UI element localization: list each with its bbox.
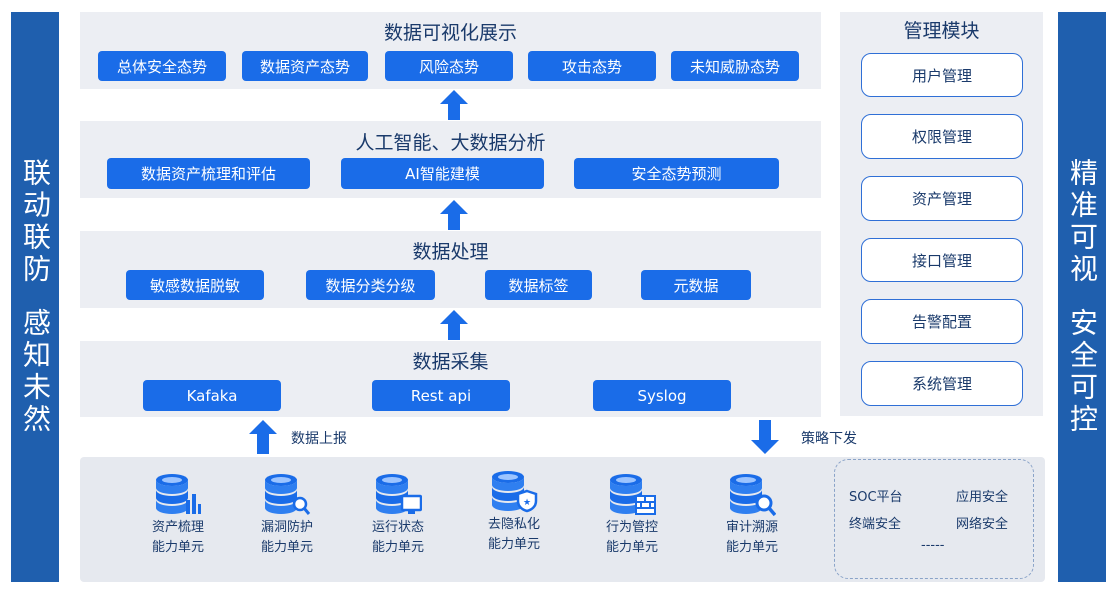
ai-item: AI智能建模: [341, 158, 544, 189]
arrow-up-icon: [440, 310, 468, 340]
management-title: 管理模块: [903, 20, 980, 42]
svg-text:★: ★: [523, 498, 531, 508]
right-side-bar: 精准可视 安全可控: [1058, 12, 1106, 582]
capability-unit: 资产梳理 能力单元: [136, 472, 220, 558]
collection-item: Kafaka: [143, 380, 281, 411]
layer-data-collection: 数据采集 Kafaka Rest api Syslog: [80, 341, 821, 417]
layer-data-processing: 数据处理 敏感数据脱敏 数据分类分级 数据标签 元数据: [80, 231, 821, 308]
unit-label-line1: 运行状态: [371, 520, 424, 535]
capability-unit: 漏洞防护 能力单元: [245, 472, 329, 558]
unit-label-line2: 能力单元: [725, 540, 778, 555]
management-panel: 管理模块 用户管理 权限管理 资产管理 接口管理 告警配置 系统管理: [840, 12, 1043, 416]
layer-collection-title: 数据采集: [412, 351, 489, 373]
capability-units-panel: [80, 457, 1045, 582]
database-chart-icon: [156, 474, 201, 514]
viz-item: 未知威胁态势: [671, 51, 799, 81]
database-search-icon: [265, 474, 311, 515]
capability-unit: 运行状态 能力单元: [356, 472, 440, 558]
policy-issue-label: 策略下发: [801, 431, 857, 447]
unit-label-line1: 去隐私化: [487, 517, 540, 532]
ai-item: 数据资产梳理和评估: [107, 158, 310, 189]
arrow-up-icon: [440, 200, 468, 230]
layer-ai-title: 人工智能、大数据分析: [355, 132, 546, 154]
platform-endpoint-security: 终端安全: [849, 517, 902, 532]
database-firewall-icon: [610, 474, 656, 515]
database-magnifier-icon: [730, 474, 776, 517]
layer-processing-title: 数据处理: [412, 241, 489, 263]
unit-label-line2: 能力单元: [371, 540, 424, 555]
collection-item: Syslog: [593, 380, 731, 411]
management-item: 系统管理: [861, 361, 1023, 406]
unit-label-line1: 漏洞防护: [260, 520, 313, 535]
database-monitor-icon: [376, 474, 422, 514]
arrow-down-icon: [751, 420, 779, 454]
management-item: 权限管理: [861, 114, 1023, 159]
layer-ai-analysis: 人工智能、大数据分析 数据资产梳理和评估 AI智能建模 安全态势预测: [80, 121, 821, 198]
management-item: 资产管理: [861, 176, 1023, 221]
unit-label-line2: 能力单元: [260, 540, 313, 555]
viz-item: 风险态势: [385, 51, 513, 81]
unit-label-line1: 审计溯源: [725, 520, 778, 535]
platform-soc: SOC平台: [849, 490, 903, 505]
processing-item: 敏感数据脱敏: [126, 270, 264, 300]
management-item: 告警配置: [861, 299, 1023, 344]
viz-item: 攻击态势: [528, 51, 656, 81]
management-item: 接口管理: [861, 238, 1023, 282]
layer-visualization-title: 数据可视化展示: [383, 22, 517, 44]
platform-more: -----: [921, 538, 945, 553]
processing-item: 元数据: [641, 270, 751, 300]
viz-item: 总体安全态势: [98, 51, 226, 81]
layer-visualization: 数据可视化展示 总体安全态势 数据资产态势 风险态势 攻击态势 未知威胁态势: [80, 12, 821, 89]
right-bar-line1: 精准可视: [1066, 158, 1099, 286]
capability-unit: 审计溯源 能力单元: [710, 472, 794, 558]
platforms-box: SOC平台 应用安全 终端安全 网络安全 -----: [834, 459, 1034, 579]
management-item: 用户管理: [861, 53, 1023, 97]
processing-item: 数据标签: [485, 270, 592, 300]
capability-unit: ★ 去隐私化 能力单元: [472, 469, 556, 555]
left-bar-line1: 联动联防: [19, 158, 52, 286]
arrow-up-icon: [440, 90, 468, 120]
right-bar-line2: 安全可控: [1066, 308, 1099, 436]
unit-label-line1: 资产梳理: [151, 520, 204, 535]
processing-item: 数据分类分级: [306, 270, 435, 300]
ai-item: 安全态势预测: [574, 158, 779, 189]
database-shield-icon: ★: [492, 471, 538, 513]
unit-label-line2: 能力单元: [151, 540, 204, 555]
arrow-up-icon: [249, 420, 277, 454]
platform-app-security: 应用安全: [956, 490, 1009, 505]
left-bar-line2: 感知未然: [19, 308, 52, 436]
left-side-bar: 联动联防 感知未然: [11, 12, 59, 582]
capability-unit: 行为管控 能力单元: [590, 472, 674, 558]
platform-network-security: 网络安全: [956, 517, 1009, 532]
data-report-label: 数据上报: [291, 431, 347, 447]
unit-label-line2: 能力单元: [605, 540, 658, 555]
collection-item: Rest api: [372, 380, 510, 411]
viz-item: 数据资产态势: [242, 51, 368, 81]
unit-label-line1: 行为管控: [605, 520, 658, 535]
unit-label-line2: 能力单元: [487, 537, 540, 552]
